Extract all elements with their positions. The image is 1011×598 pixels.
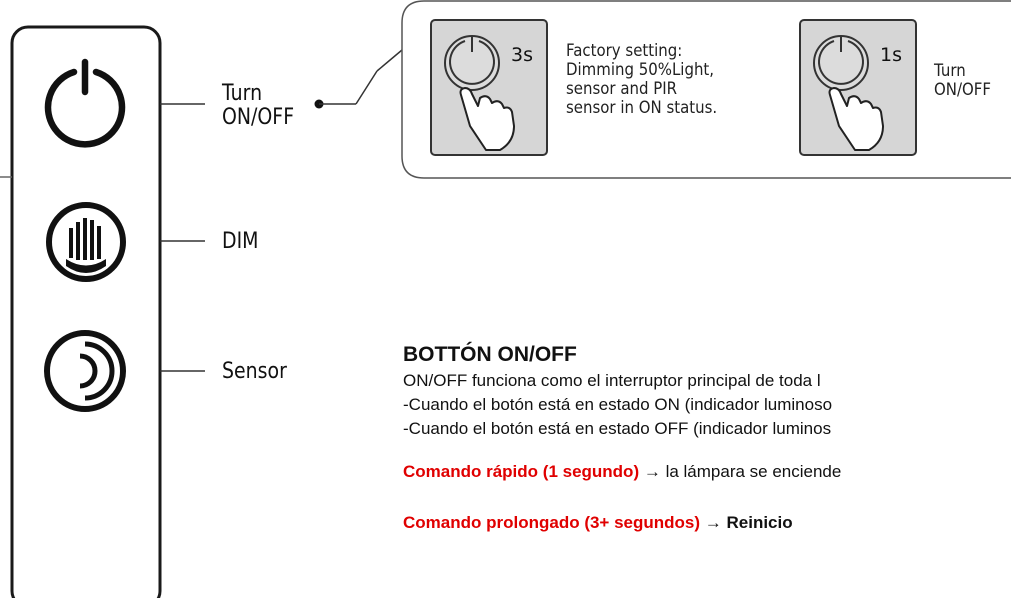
dim-label: DIM (222, 229, 259, 254)
long-command-label: Comando prolongado (3+ segundos) (403, 513, 701, 532)
long-command-line: Comando prolongado (3+ segundos) → Reini… (403, 511, 1011, 535)
section-line: -Cuando el botón está en estado OFF (ind… (403, 419, 832, 438)
quick-command-text: la lámpara se enciende (660, 462, 842, 481)
dim-icon[interactable] (46, 202, 126, 282)
quick-command-line: Comando rápido (1 segundo) → la lámpara … (403, 460, 1011, 484)
arrow-icon: → (643, 462, 661, 481)
hand-press-icon (828, 87, 884, 151)
sensor-label: Sensor (222, 359, 287, 384)
remote-panel-outline (10, 25, 162, 598)
power-icon[interactable] (44, 58, 126, 148)
turn-on-off-label: Turn ON/OFF (222, 81, 295, 130)
section-title: BOTTÓN ON/OFF (403, 343, 577, 366)
toggle-description: Turn ON/OFF (934, 61, 991, 100)
section-line: -Cuando el botón está en estado ON (indi… (403, 395, 833, 414)
hand-press-icon (459, 87, 515, 151)
reset-duration: 3s (511, 44, 533, 66)
reset-button-graphic (430, 19, 548, 156)
section-line: ON/OFF funciona como el interruptor prin… (403, 371, 821, 390)
toggle-button-graphic (799, 19, 917, 156)
reset-description: Factory setting: Dimming 50%Light, senso… (566, 41, 718, 118)
long-command-text: Reinicio (721, 513, 793, 532)
arrow-icon: → (704, 513, 722, 532)
sensor-icon[interactable] (44, 330, 126, 412)
on-off-section: BOTTÓN ON/OFF ON/OFF funciona como el in… (403, 340, 1011, 535)
quick-command-label: Comando rápido (1 segundo) (403, 462, 640, 481)
toggle-duration: 1s (880, 44, 902, 66)
